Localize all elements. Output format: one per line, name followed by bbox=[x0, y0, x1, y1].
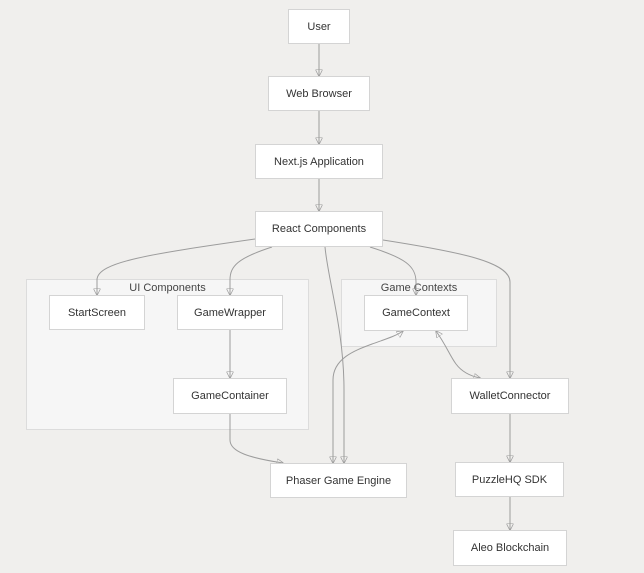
edge-react-components-to-gamecontext bbox=[369, 246, 416, 295]
node-react-components[interactable]: React Components bbox=[255, 211, 383, 247]
edge-react-components-to-phaser bbox=[324, 246, 344, 463]
edge-react-components-to-gamewrapper bbox=[230, 246, 273, 295]
edge-react-components-to-walletconnector bbox=[382, 239, 510, 378]
cluster-ui-components-label: UI Components bbox=[129, 282, 206, 294]
node-gamecontainer[interactable]: GameContainer bbox=[173, 378, 287, 414]
node-walletconnector[interactable]: WalletConnector bbox=[451, 378, 569, 414]
edge-gamecontext-walletconnector-bidirectional bbox=[436, 331, 480, 378]
edge-phaser-gamecontext-bidirectional bbox=[333, 331, 403, 463]
node-aleo-blockchain[interactable]: Aleo Blockchain bbox=[453, 530, 567, 566]
edge-gamecontainer-to-phaser bbox=[229, 414, 283, 463]
node-phaser-game-engine[interactable]: Phaser Game Engine bbox=[270, 463, 407, 498]
node-web-browser[interactable]: Web Browser bbox=[268, 76, 370, 111]
node-startscreen[interactable]: StartScreen bbox=[49, 295, 145, 330]
node-gamewrapper[interactable]: GameWrapper bbox=[177, 295, 283, 330]
edge-react-components-to-startscreen bbox=[97, 238, 256, 295]
node-user[interactable]: User bbox=[288, 9, 350, 44]
node-gamecontext[interactable]: GameContext bbox=[364, 295, 468, 331]
node-nextjs-application[interactable]: Next.js Application bbox=[255, 144, 383, 179]
node-puzzlehq-sdk[interactable]: PuzzleHQ SDK bbox=[455, 462, 564, 497]
cluster-game-contexts-label: Game Contexts bbox=[380, 282, 458, 294]
